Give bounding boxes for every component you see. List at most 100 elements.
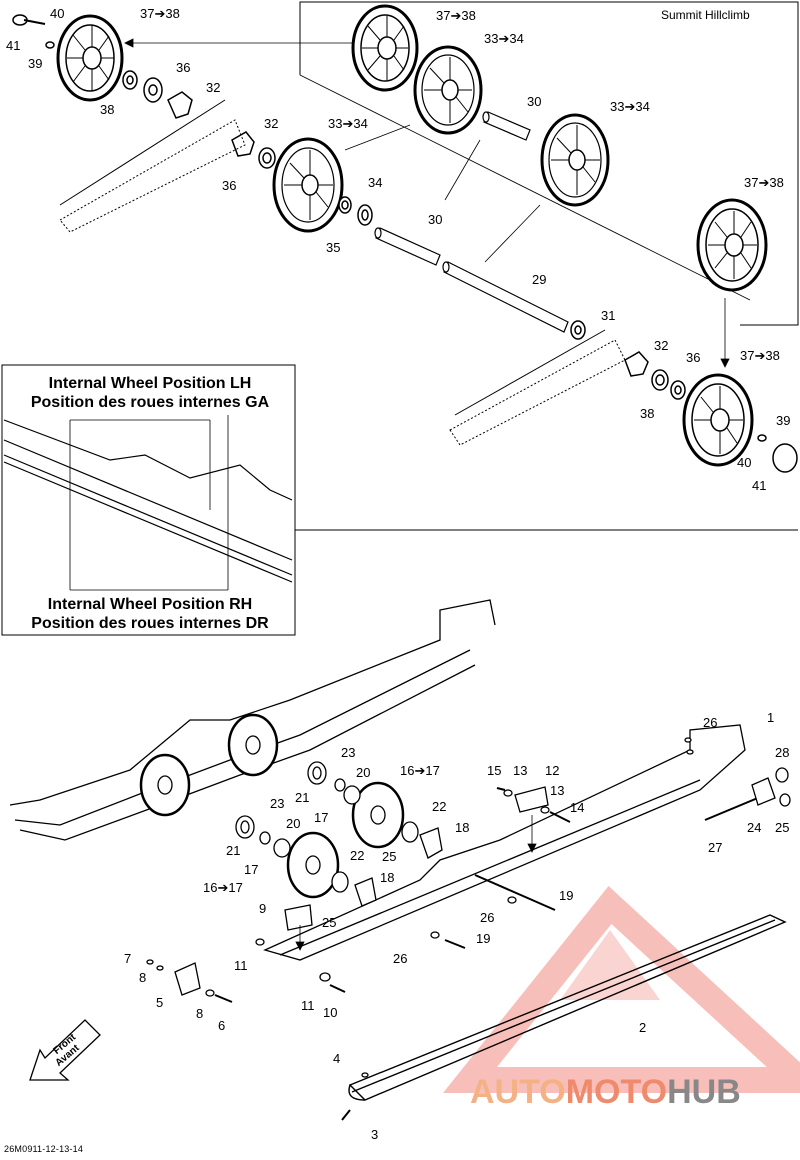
callout-15: 15 bbox=[487, 763, 501, 778]
callout-27: 27 bbox=[708, 840, 722, 855]
wheel-rail-left-2 bbox=[227, 713, 279, 777]
inset-title-rh-en: Internal Wheel Position RH bbox=[47, 596, 253, 613]
wheel-33-34-right bbox=[540, 113, 610, 207]
callout-26: 26 bbox=[393, 951, 407, 966]
callout-25: 25 bbox=[775, 820, 789, 835]
callout-33-34: 33➔34 bbox=[484, 31, 524, 46]
callout-23: 23 bbox=[341, 745, 355, 760]
callout-16-17: 16➔17 bbox=[203, 880, 243, 895]
shaft-30-upper bbox=[482, 111, 531, 141]
callout-26: 26 bbox=[703, 715, 717, 730]
callout-22: 22 bbox=[350, 848, 364, 863]
callout-12: 12 bbox=[545, 763, 559, 778]
callout-16-17: 16➔17 bbox=[400, 763, 440, 778]
callout-25: 25 bbox=[322, 915, 336, 930]
callout-17: 17 bbox=[244, 862, 258, 877]
wheel-33-34-upper bbox=[413, 45, 483, 135]
callout-37-38: 37➔38 bbox=[436, 8, 476, 23]
wheel-37-38-top-left bbox=[56, 14, 124, 102]
callout-14: 14 bbox=[570, 800, 584, 815]
rail-fragment-upper-left bbox=[59, 99, 246, 233]
slide-2 bbox=[348, 914, 787, 1101]
callout-41: 41 bbox=[6, 38, 20, 53]
inset-title-lh-en: Internal Wheel Position LH bbox=[48, 375, 252, 392]
rail-assembly-lower-left bbox=[9, 599, 496, 841]
callout-21: 21 bbox=[295, 790, 309, 805]
inset-frame bbox=[1, 364, 798, 636]
callout-35: 35 bbox=[326, 240, 340, 255]
callout-36: 36 bbox=[176, 60, 190, 75]
callout-8: 8 bbox=[196, 1006, 203, 1021]
callout-21: 21 bbox=[226, 843, 240, 858]
callout-13: 13 bbox=[550, 783, 564, 798]
callout-4: 4 bbox=[333, 1051, 340, 1066]
callout-9: 9 bbox=[259, 901, 266, 916]
wheels-16-17 bbox=[286, 781, 405, 899]
leader-lines-lower bbox=[295, 815, 537, 951]
callout-38: 38 bbox=[640, 406, 654, 421]
callout-32: 32 bbox=[654, 338, 668, 353]
rail-assembly-lower-right bbox=[263, 724, 746, 961]
callout-1: 1 bbox=[767, 710, 774, 725]
watermark-text: AUTOMOTOHUB bbox=[470, 1073, 741, 1112]
callout-labels: 40 41 39 37➔38 38 36 32 32 36 33➔34 34 3… bbox=[6, 6, 790, 1142]
callout-39: 39 bbox=[28, 56, 42, 71]
wheel-33-34-left bbox=[272, 137, 344, 233]
callout-30: 30 bbox=[428, 212, 442, 227]
callout-37-38: 37➔38 bbox=[744, 175, 784, 190]
section-label-summit-hillclimb: Summit Hillclimb bbox=[661, 8, 750, 22]
callout-18: 18 bbox=[455, 820, 469, 835]
callout-20: 20 bbox=[356, 765, 370, 780]
callout-41: 41 bbox=[752, 478, 766, 493]
callout-22: 22 bbox=[432, 799, 446, 814]
callout-30: 30 bbox=[527, 94, 541, 109]
front-arrow: Front Avant bbox=[29, 1019, 101, 1081]
callout-10: 10 bbox=[323, 1005, 337, 1020]
summit-hillclimb-frame bbox=[299, 1, 799, 326]
inset-title-lh-fr: Position des roues internes GA bbox=[30, 394, 270, 411]
wheel-rail-left-1 bbox=[139, 753, 191, 817]
callout-31: 31 bbox=[601, 308, 615, 323]
callout-29: 29 bbox=[532, 272, 546, 287]
callout-11: 11 bbox=[301, 998, 315, 1013]
top-leader-lines bbox=[124, 38, 751, 368]
shaft-30-lower bbox=[374, 227, 441, 266]
inset-title-rh-fr: Position des roues internes DR bbox=[31, 615, 269, 632]
wheel-37-38-right bbox=[696, 198, 768, 292]
callout-38: 38 bbox=[100, 102, 114, 117]
inset-rail-drawing bbox=[3, 415, 293, 591]
callout-37-38: 37➔38 bbox=[740, 348, 780, 363]
callout-17: 17 bbox=[314, 810, 328, 825]
callout-39: 39 bbox=[776, 413, 790, 428]
callout-40: 40 bbox=[737, 455, 751, 470]
callout-19: 19 bbox=[476, 931, 490, 946]
callout-33-34: 33➔34 bbox=[610, 99, 650, 114]
callout-3: 3 bbox=[371, 1127, 378, 1142]
wheel-37-38-lower bbox=[682, 373, 754, 467]
callout-32: 32 bbox=[206, 80, 220, 95]
washers-small-parts-upper bbox=[12, 14, 798, 473]
callout-23: 23 bbox=[270, 796, 284, 811]
callout-25: 25 bbox=[382, 849, 396, 864]
wheel-37-38-top-center bbox=[351, 4, 419, 92]
callout-36: 36 bbox=[222, 178, 236, 193]
callout-34: 34 bbox=[368, 175, 382, 190]
callout-7: 7 bbox=[124, 951, 131, 966]
callout-8: 8 bbox=[139, 970, 146, 985]
watermark-part-3: HUB bbox=[667, 1073, 741, 1111]
callout-28: 28 bbox=[775, 745, 789, 760]
callout-40: 40 bbox=[50, 6, 64, 21]
callout-33-34: 33➔34 bbox=[328, 116, 368, 131]
callout-2: 2 bbox=[639, 1020, 646, 1035]
callout-32: 32 bbox=[264, 116, 278, 131]
callout-5: 5 bbox=[156, 995, 163, 1010]
callout-24: 24 bbox=[747, 820, 761, 835]
shaft-29 bbox=[442, 261, 569, 333]
callout-37-38: 37➔38 bbox=[140, 6, 180, 21]
callout-13: 13 bbox=[513, 763, 527, 778]
callout-6: 6 bbox=[218, 1018, 225, 1033]
callout-20: 20 bbox=[286, 816, 300, 831]
drawing-reference-number: 26M0911-12-13-14 bbox=[4, 1144, 84, 1154]
watermark-part-1: AUTO bbox=[470, 1073, 566, 1111]
